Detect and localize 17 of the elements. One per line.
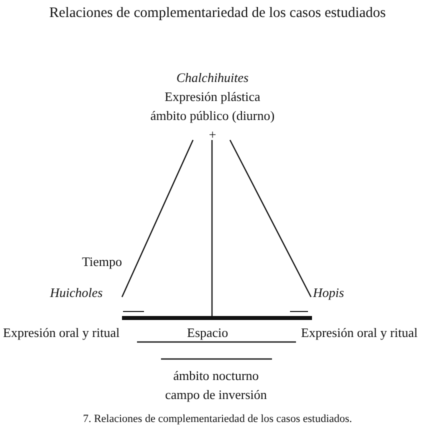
text-label: ámbito nocturno — [172, 367, 260, 385]
text-label: Espacio — [187, 325, 228, 341]
text-label: Expresión plástica — [164, 88, 262, 106]
text-label: campo de inversión — [164, 386, 268, 404]
plus-sign: + — [208, 126, 218, 144]
text-label: Expresión oral y ritual — [3, 325, 120, 341]
text-label: Expresión oral y ritual — [301, 325, 418, 341]
caption: 7. Relaciones de complementariedad de los casos estudiados. — [82, 413, 354, 425]
text-label: Tiempo — [82, 254, 122, 270]
group-name: Hopis — [312, 284, 344, 301]
connector-line — [229, 140, 312, 298]
group-name: Huicholes — [50, 284, 103, 301]
connector-line — [211, 140, 213, 316]
site-name: Chalchihuites — [175, 69, 250, 87]
text-label: ámbito público (diurno) — [149, 107, 276, 125]
title: Relaciones de complementariedad de los casos estudiados — [48, 5, 387, 22]
connector-line — [121, 140, 194, 298]
